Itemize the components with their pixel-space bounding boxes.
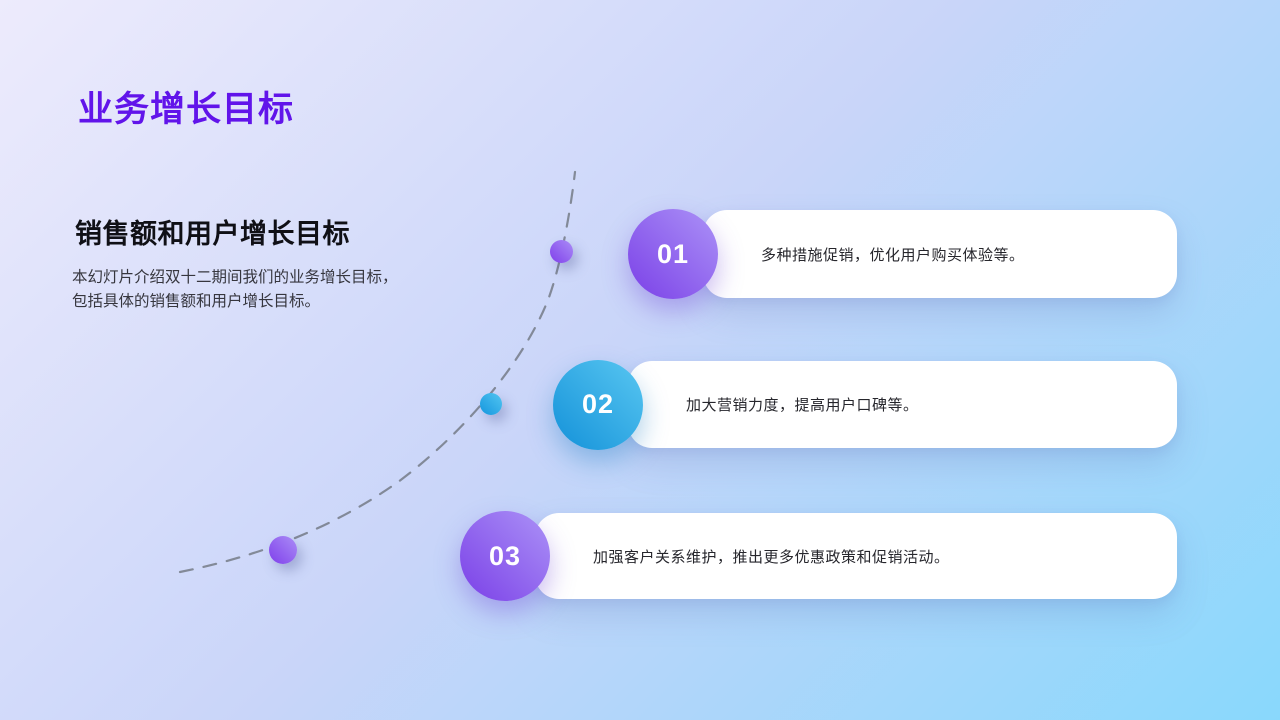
page-title: 业务增长目标 (78, 90, 295, 130)
goal-card-3: 03 加强客户关系维护，推出更多优惠政策和促销活动。 (460, 511, 1177, 601)
goal-card-2: 02 加大营销力度，提高用户口碑等。 (553, 359, 1177, 450)
curve-dot-2 (480, 393, 502, 415)
curve-dot-3 (550, 240, 573, 263)
curve-dot-1 (269, 536, 297, 564)
goal-card-text-3: 加强客户关系维护，推出更多优惠政策和促销活动。 (593, 548, 950, 566)
step-number-badge-3: 03 (460, 511, 550, 601)
goal-card-text-2: 加大营销力度，提高用户口碑等。 (686, 397, 919, 414)
section-heading: 销售额和用户增长目标 (75, 219, 350, 250)
description-text: 本幻灯片介绍双十二期间我们的业务增长目标，包括具体的销售额和用户增长目标。 (72, 268, 398, 310)
step-number-badge-1: 01 (628, 209, 718, 299)
step-number-badge-2: 02 (553, 359, 643, 450)
goal-card-1: 01 多种措施促销，优化用户购买体验等。 (628, 209, 1177, 299)
goal-card-text-1: 多种措施促销，优化用户购买体验等。 (761, 246, 1025, 264)
